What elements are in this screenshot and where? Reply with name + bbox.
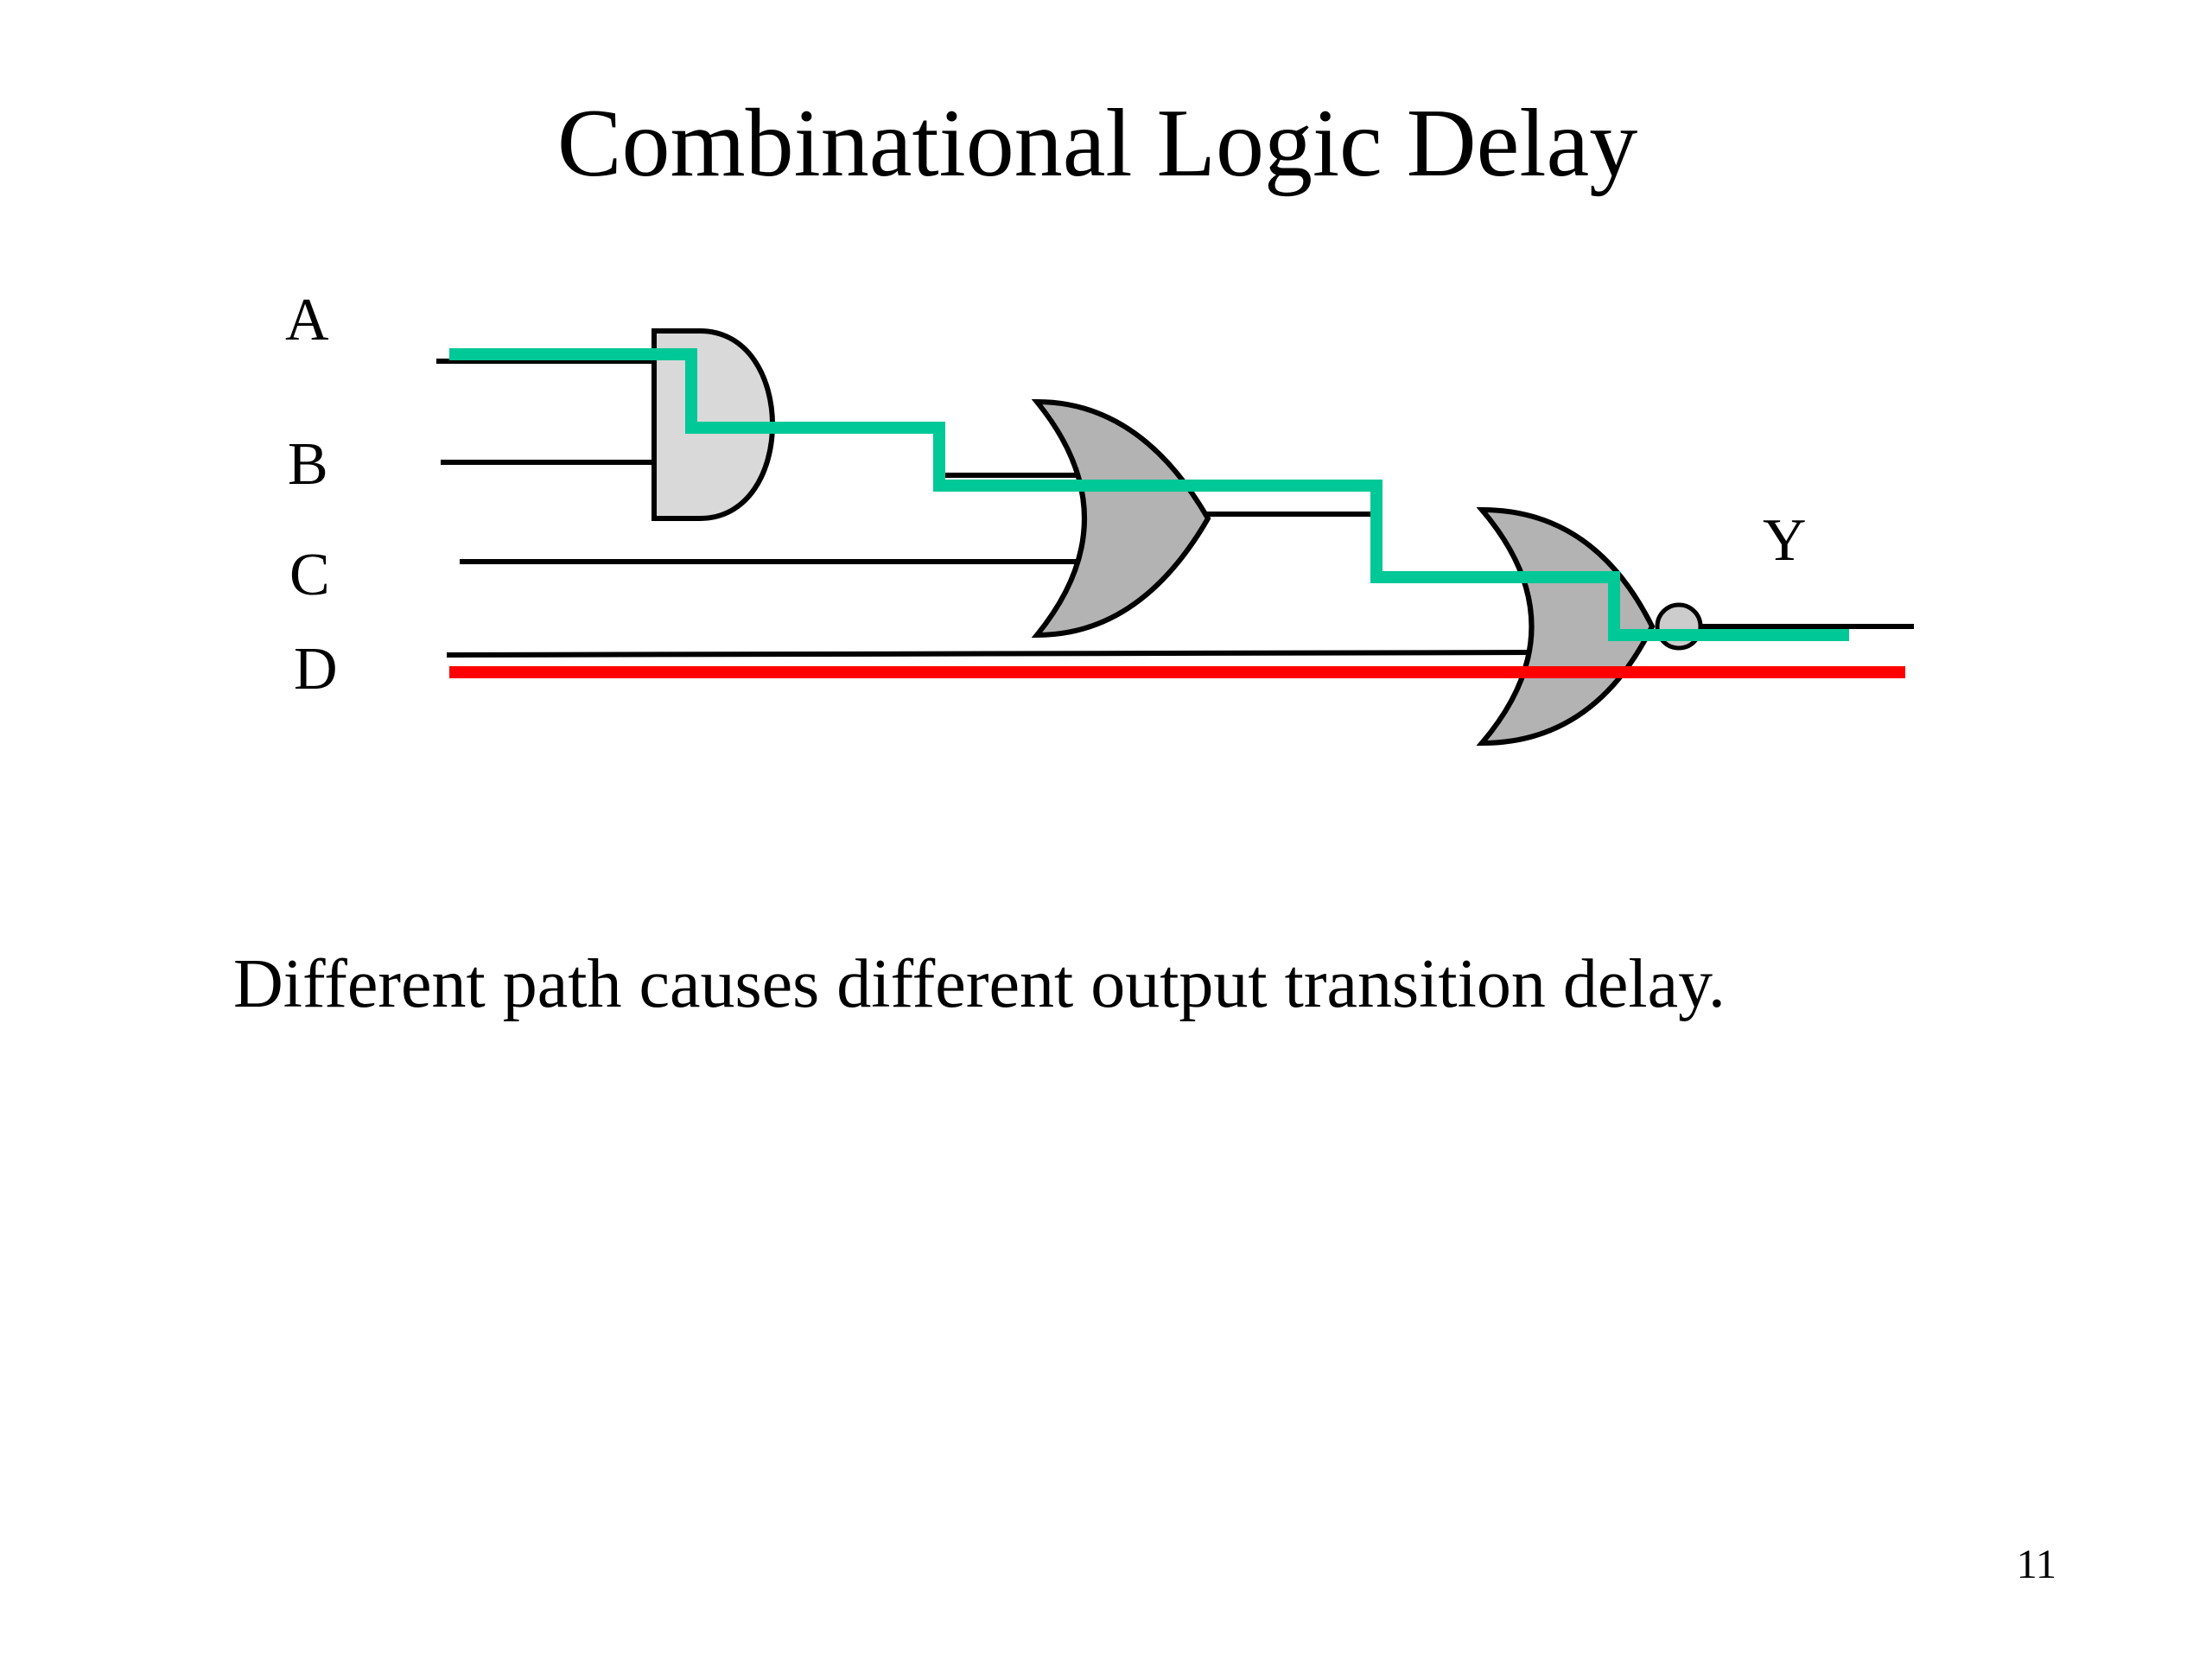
input-label-c: C bbox=[289, 542, 330, 608]
output-label-y: Y bbox=[1763, 507, 1807, 574]
nor-gate bbox=[1476, 506, 1656, 747]
input-label-a: A bbox=[285, 287, 329, 353]
long-delay-path bbox=[449, 348, 1849, 641]
input-label-d: D bbox=[294, 636, 338, 702]
slide-caption: Different path causes different output t… bbox=[233, 946, 1726, 1022]
or-gate bbox=[1031, 398, 1211, 639]
wire-d bbox=[446, 650, 1552, 658]
slide-title: Combinational Logic Delay bbox=[556, 90, 1638, 197]
page-number: 11 bbox=[2016, 1541, 2056, 1587]
nor-inversion-bubble bbox=[1655, 602, 1703, 651]
input-label-b: B bbox=[288, 431, 328, 498]
